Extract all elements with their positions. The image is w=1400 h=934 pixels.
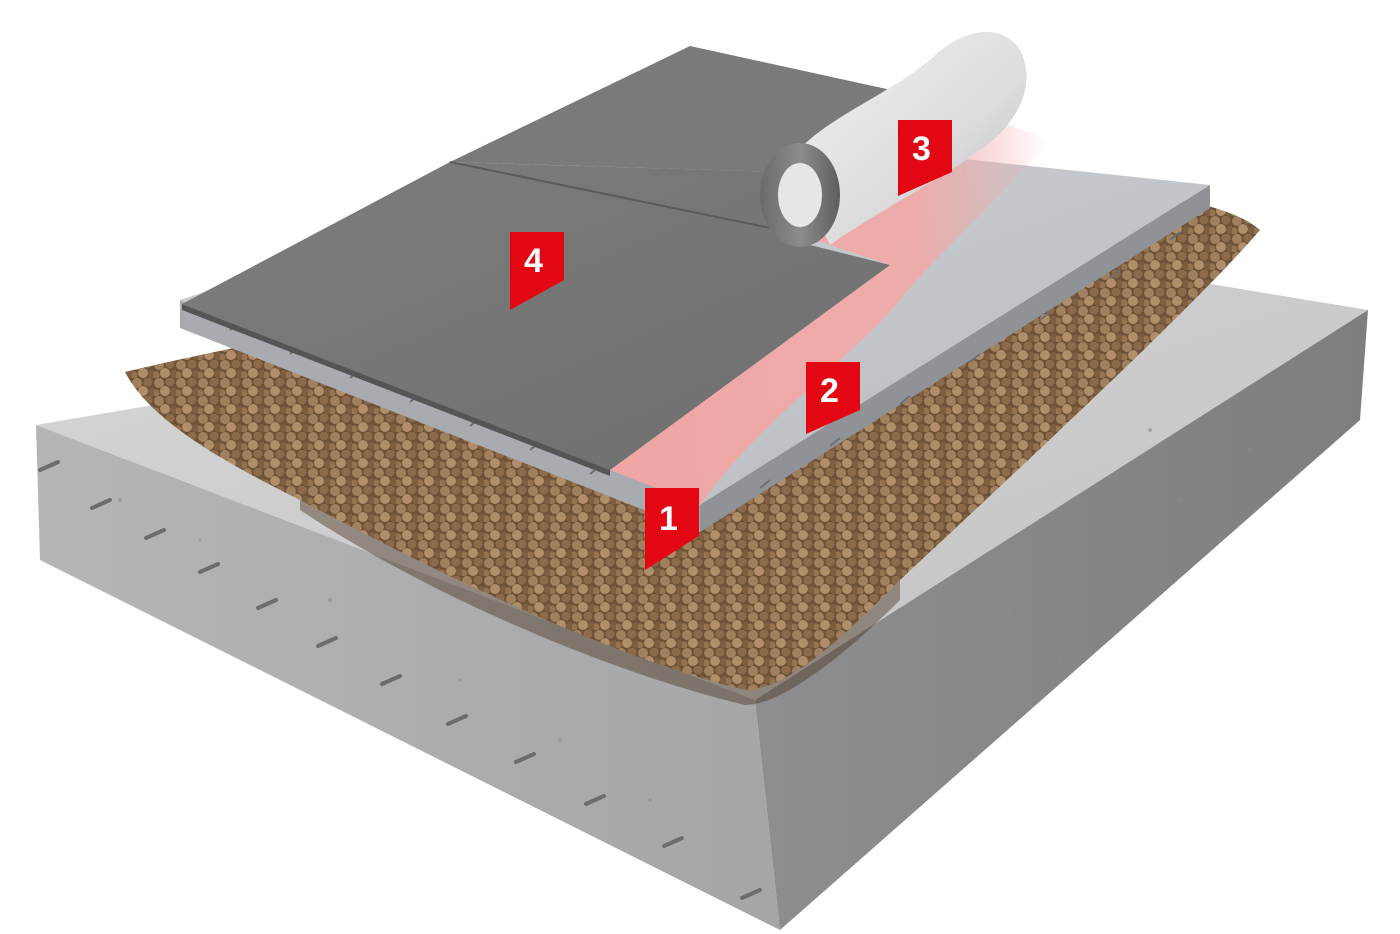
callout-2-label: 2 (820, 372, 839, 410)
callout-4-label: 4 (524, 242, 543, 280)
callout-1-shape (645, 488, 699, 570)
callout-3-label: 3 (912, 130, 931, 168)
concrete-pores (118, 428, 1302, 842)
concrete-slab-side (755, 310, 1368, 930)
concrete-slab-front (36, 425, 780, 930)
callout-3: 3 (898, 120, 952, 196)
callout-1-label: 1 (659, 500, 678, 538)
membrane-seam (449, 161, 781, 231)
callout-3-shape (898, 120, 952, 196)
callout-4-shape (510, 232, 564, 310)
callout-4: 4 (510, 232, 564, 310)
screed-slab-side (700, 185, 1210, 532)
membrane-sheet-back (450, 46, 900, 172)
membrane-layer (182, 46, 900, 476)
rebar-stubs (38, 460, 762, 900)
membrane-edge (182, 304, 610, 476)
fleece-roll-end (778, 163, 822, 227)
callout-1: 1 (645, 488, 699, 570)
callout-2-shape (806, 362, 860, 434)
primer-layer (610, 115, 1050, 505)
callout-2: 2 (806, 362, 860, 434)
membrane-sheet-front (182, 162, 890, 470)
